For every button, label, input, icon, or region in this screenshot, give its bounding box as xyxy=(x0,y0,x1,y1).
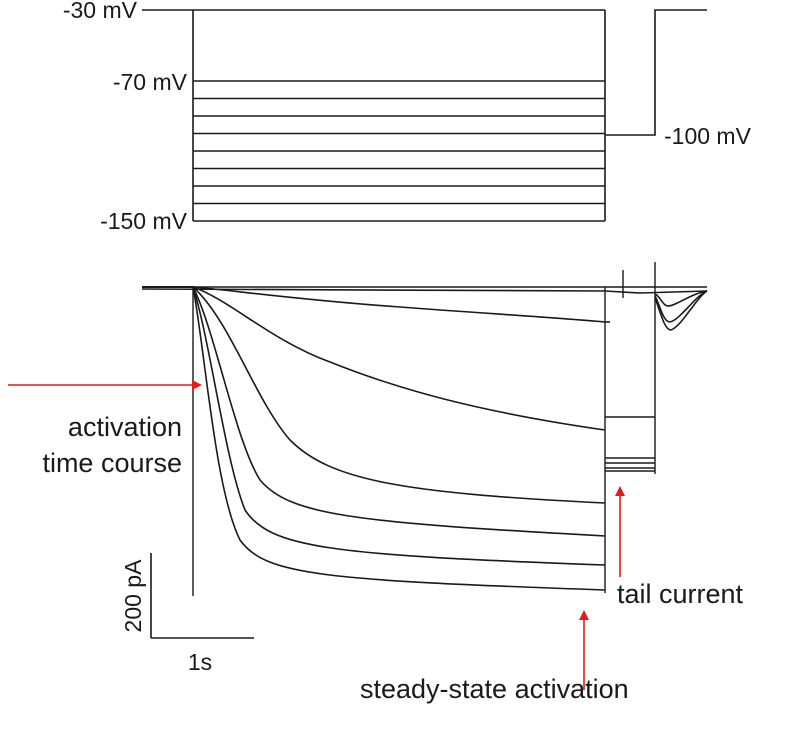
activation-label-line1: activation xyxy=(68,412,182,442)
current-traces xyxy=(141,262,708,596)
step-levels xyxy=(193,80,605,222)
tail-current-label: tail current xyxy=(617,579,744,609)
scale-time-label: 1s xyxy=(188,649,212,675)
step-top-label: -70 mV xyxy=(113,69,188,95)
trace-2 xyxy=(142,286,606,431)
voltage-protocol xyxy=(142,9,707,222)
step-bottom-label: -150 mV xyxy=(100,208,188,234)
trace-4 xyxy=(142,286,606,537)
trace-5 xyxy=(142,286,606,566)
tail-voltage-label: -100 mV xyxy=(664,123,752,149)
tail-pulse-line xyxy=(605,9,707,136)
holding-label: -30 mV xyxy=(63,0,138,23)
baseline-trace-2 xyxy=(141,288,708,294)
trace-6 xyxy=(142,286,606,591)
deactivation-tail-3 xyxy=(654,290,708,331)
trace-1 xyxy=(142,286,606,323)
scale-bar: 200 pA 1s xyxy=(120,553,254,675)
scale-current-label: 200 pA xyxy=(120,559,146,633)
steady-state-label: steady-state activation xyxy=(360,674,629,704)
deactivation-tail-1 xyxy=(654,290,708,307)
deactivation-tail-2 xyxy=(654,290,708,323)
trace-3 xyxy=(142,286,606,504)
activation-label-line2: time course xyxy=(42,448,182,478)
